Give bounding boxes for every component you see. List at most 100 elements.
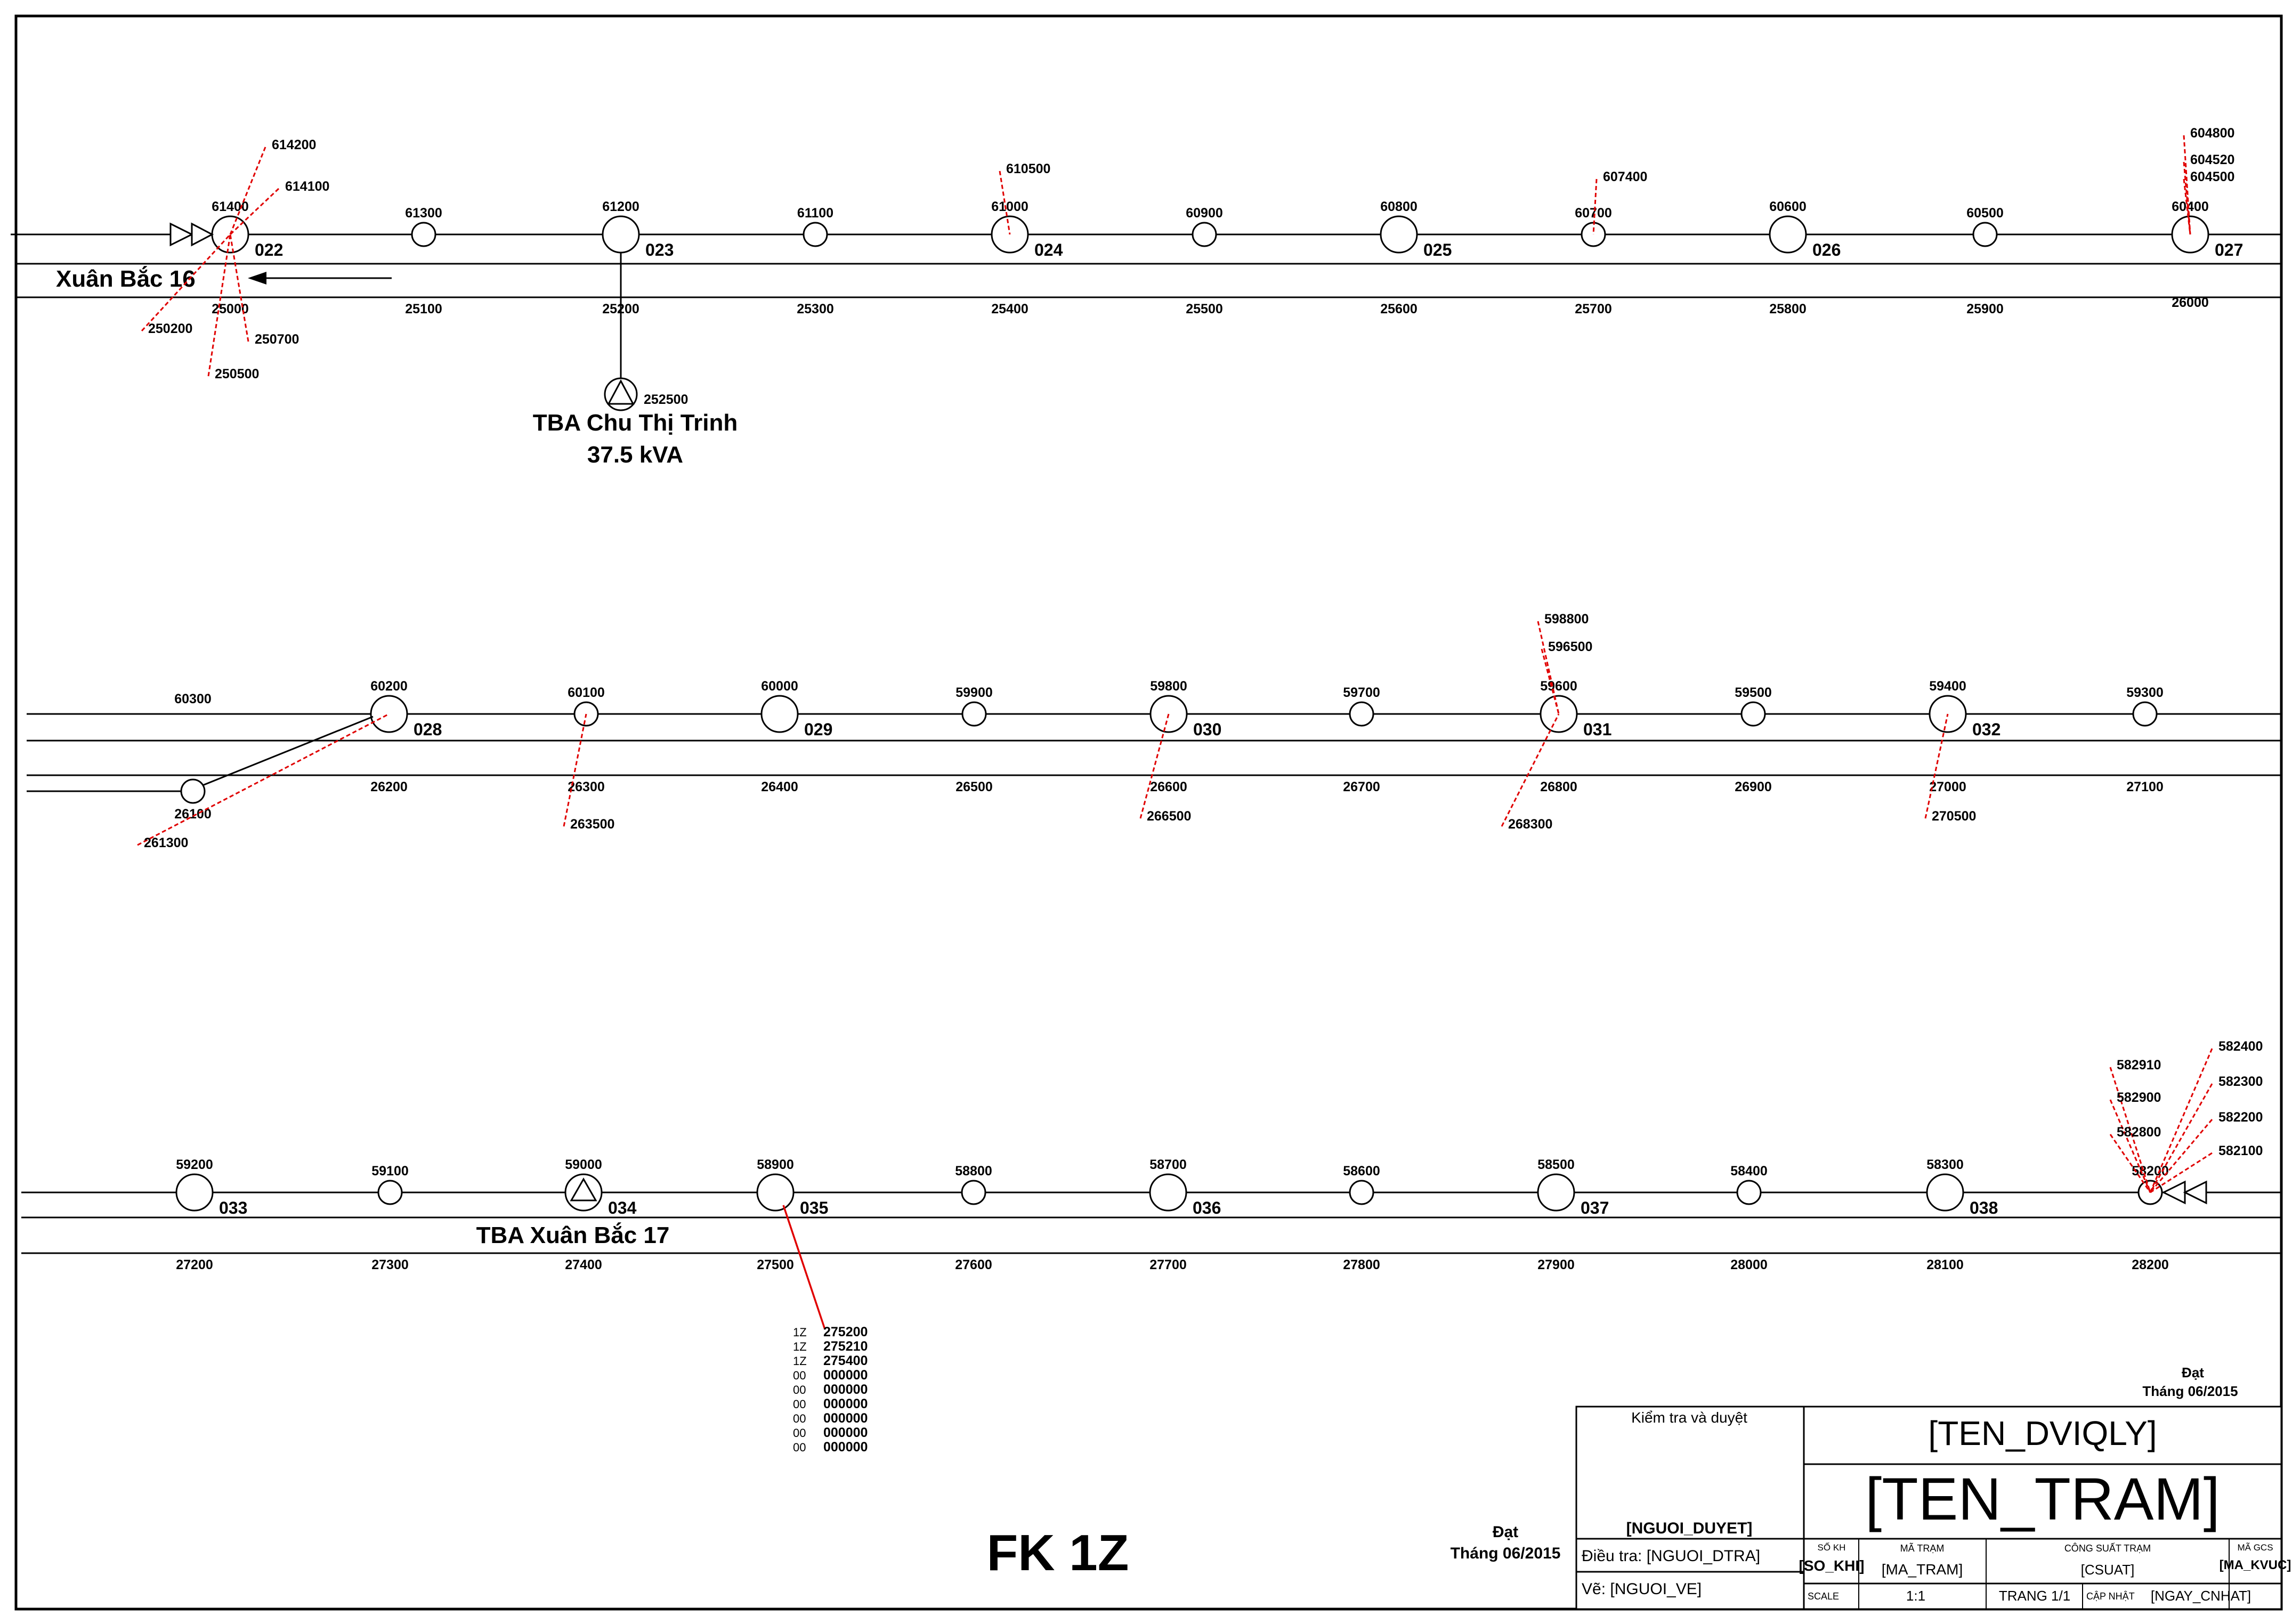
- drop-line: [999, 170, 1011, 235]
- customer-drop: 610500: [999, 161, 1050, 235]
- pole-bottom-label: 25700: [1575, 302, 1612, 316]
- drop-line: [2109, 1099, 2151, 1193]
- pole-number: 024: [1034, 240, 1063, 259]
- pole-top-label: 58500: [1537, 1157, 1575, 1172]
- pole-number: 038: [1970, 1198, 1998, 1217]
- customer-code: 607400: [1603, 169, 1647, 184]
- ma-tram-label: MÃ TRẠM: [1900, 1542, 1945, 1554]
- pole-bottom-label: 26500: [955, 779, 993, 794]
- cong-suat-field: [CSUAT]: [2081, 1562, 2135, 1578]
- pole-bottom-label: 26700: [1343, 779, 1380, 794]
- customer-drop: 607400: [1592, 169, 1647, 235]
- customer-drop: 266500: [1139, 713, 1191, 824]
- pole-bottom-label: 26800: [1540, 779, 1577, 794]
- list-prefix: 1Z: [793, 1326, 807, 1339]
- pole-bottom-label: 27500: [757, 1257, 794, 1272]
- row-3: 5920027200033591002730059000274000345890…: [21, 1157, 2281, 1272]
- pole-bottom-label: 26900: [1735, 779, 1772, 794]
- pole: [1972, 222, 1998, 247]
- customer-drop: 250700: [229, 234, 299, 347]
- customer-drop: 604520: [2183, 152, 2234, 235]
- drop-line: [141, 233, 231, 332]
- pole: [1740, 701, 1766, 727]
- list-prefix: 00: [793, 1383, 806, 1396]
- list-prefix: 00: [793, 1412, 806, 1425]
- list-prefix: 00: [793, 1426, 806, 1440]
- pole-top-label: 58600: [1343, 1164, 1380, 1179]
- pole-bottom-label: 26000: [2172, 295, 2209, 310]
- list-code: 275210: [823, 1339, 868, 1354]
- so-kh-field: [SO_KHI]: [1799, 1557, 1865, 1574]
- pole: [760, 695, 799, 733]
- customer-drop: 614200: [229, 137, 316, 235]
- pole-number: 032: [1972, 720, 2001, 739]
- pole-number: 030: [1193, 720, 1221, 739]
- drop-line: [229, 234, 249, 342]
- customer-code: 263500: [570, 817, 614, 832]
- list-prefix: 00: [793, 1441, 806, 1454]
- approval-right-date: Tháng 06/2015: [2142, 1383, 2238, 1399]
- pole-bottom-label: 28000: [1730, 1257, 1768, 1272]
- pole-top-label: 59700: [1343, 685, 1380, 700]
- pole-bottom-label: 27400: [565, 1257, 602, 1272]
- pole-bottom-label: 27100: [2126, 779, 2164, 794]
- customer-code: 604800: [2190, 126, 2234, 141]
- pole-top-label: 59100: [371, 1164, 409, 1179]
- pole-top-label: 58700: [1149, 1157, 1187, 1172]
- customer-code: 582400: [2218, 1039, 2263, 1054]
- ma-gcs-label: MÃ GCS: [2237, 1542, 2273, 1553]
- pole-top-label: 59500: [1735, 685, 1772, 700]
- so-kh-label: SỐ KH: [1818, 1542, 1846, 1553]
- pole-bottom-label: 25600: [1380, 302, 1418, 316]
- list-code: 000000: [823, 1396, 868, 1411]
- customer-code: 582900: [2117, 1090, 2161, 1105]
- customer-code: 250500: [215, 367, 259, 381]
- pole-top-label: 60100: [568, 685, 605, 700]
- drop-line: [2149, 1083, 2213, 1193]
- pole-top-label: 58300: [1926, 1157, 1964, 1172]
- customer-drop: 582200: [2149, 1110, 2263, 1193]
- drop-line: [2109, 1134, 2151, 1193]
- customer-drop: 270500: [1924, 713, 1976, 824]
- pole-number: 022: [255, 240, 283, 259]
- pole: [411, 222, 436, 247]
- update-label: CẬP NHẬT: [2086, 1591, 2135, 1602]
- pole: [1380, 215, 1418, 254]
- drop-line: [1541, 648, 1560, 714]
- pole-bottom-label: 25400: [991, 302, 1028, 316]
- row-2: 6020026200028601002630060000264000295990…: [27, 679, 2281, 794]
- pole: [1192, 222, 1217, 247]
- end-arrow-icon: [2161, 1180, 2186, 1205]
- approval-left-date: Tháng 06/2015: [1451, 1545, 1561, 1562]
- tba-xuan-17-label: TBA Xuân Bắc 17: [476, 1222, 670, 1248]
- drop-line: [229, 188, 280, 236]
- drop-line: [2183, 178, 2191, 235]
- pole-top-label: 61200: [602, 199, 639, 214]
- pole-bottom-label: 27800: [1343, 1257, 1380, 1272]
- feeder-label: FK 1Z: [987, 1524, 1129, 1581]
- pole-top-label: 59400: [1929, 679, 1966, 694]
- customer-drop: 596500: [1541, 639, 1592, 714]
- customer-code: 582800: [2117, 1125, 2161, 1140]
- pole-top-label: 59300: [2126, 685, 2164, 700]
- pole-bottom-label: 25500: [1186, 302, 1223, 316]
- title-block: Kiểm tra và duyệt [NGUOI_DUYET] Điều tra…: [1575, 1406, 2291, 1610]
- list-code: 000000: [823, 1440, 868, 1455]
- unit-field: [TEN_DVIQLY]: [1928, 1414, 2157, 1452]
- pole: [2132, 701, 2158, 727]
- drop-line: [2109, 1067, 2151, 1193]
- xuan-bac-16-label: Xuân Bắc 16: [56, 265, 196, 292]
- customer-drop: 250500: [207, 234, 259, 381]
- drop-line: [1592, 178, 1598, 235]
- pole-bottom-label: 27300: [371, 1257, 409, 1272]
- update-field: [NGAY_CNHAT]: [2151, 1588, 2251, 1604]
- pole-top-label: 60700: [1575, 206, 1612, 221]
- customer-code: 614100: [285, 179, 329, 194]
- row1-details: Xuân Bắc 16 252500 TBA Chu Thị Trinh 37.…: [11, 222, 738, 468]
- drop-line: [229, 147, 266, 235]
- list-code: 000000: [823, 1382, 868, 1397]
- customer-code: 610500: [1006, 161, 1050, 176]
- list-prefix: 00: [793, 1369, 806, 1382]
- tba-chu-name: TBA Chu Thị Trinh: [533, 410, 738, 436]
